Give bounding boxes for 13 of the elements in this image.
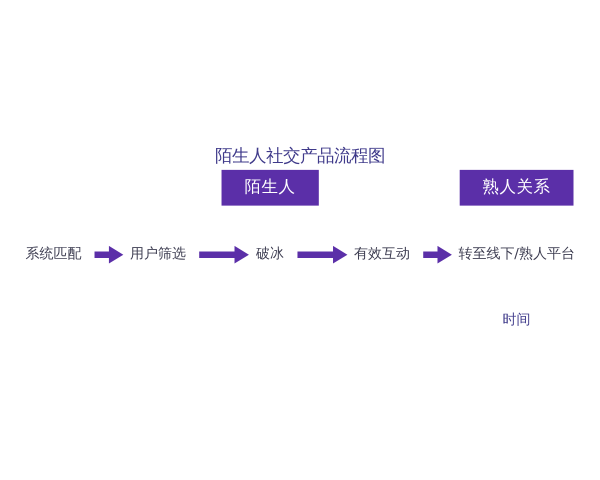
- node-text: 破冰: [256, 245, 284, 262]
- node-text: 用户筛选: [130, 245, 186, 262]
- arrow: [94, 245, 124, 264]
- arrow: [423, 245, 452, 264]
- arrow: [297, 245, 348, 264]
- node-text: 有效互动: [354, 245, 410, 262]
- node-box: 陌生人: [222, 169, 319, 206]
- node-text: 系统匹配: [26, 245, 82, 262]
- arrow: [199, 245, 249, 264]
- label: 时间: [502, 312, 531, 328]
- diagram-title: 陌生人社交产品流程图: [215, 146, 385, 166]
- node-text: 转至线下/熟人平台: [458, 245, 575, 262]
- node-box: 熟人关系: [460, 169, 574, 206]
